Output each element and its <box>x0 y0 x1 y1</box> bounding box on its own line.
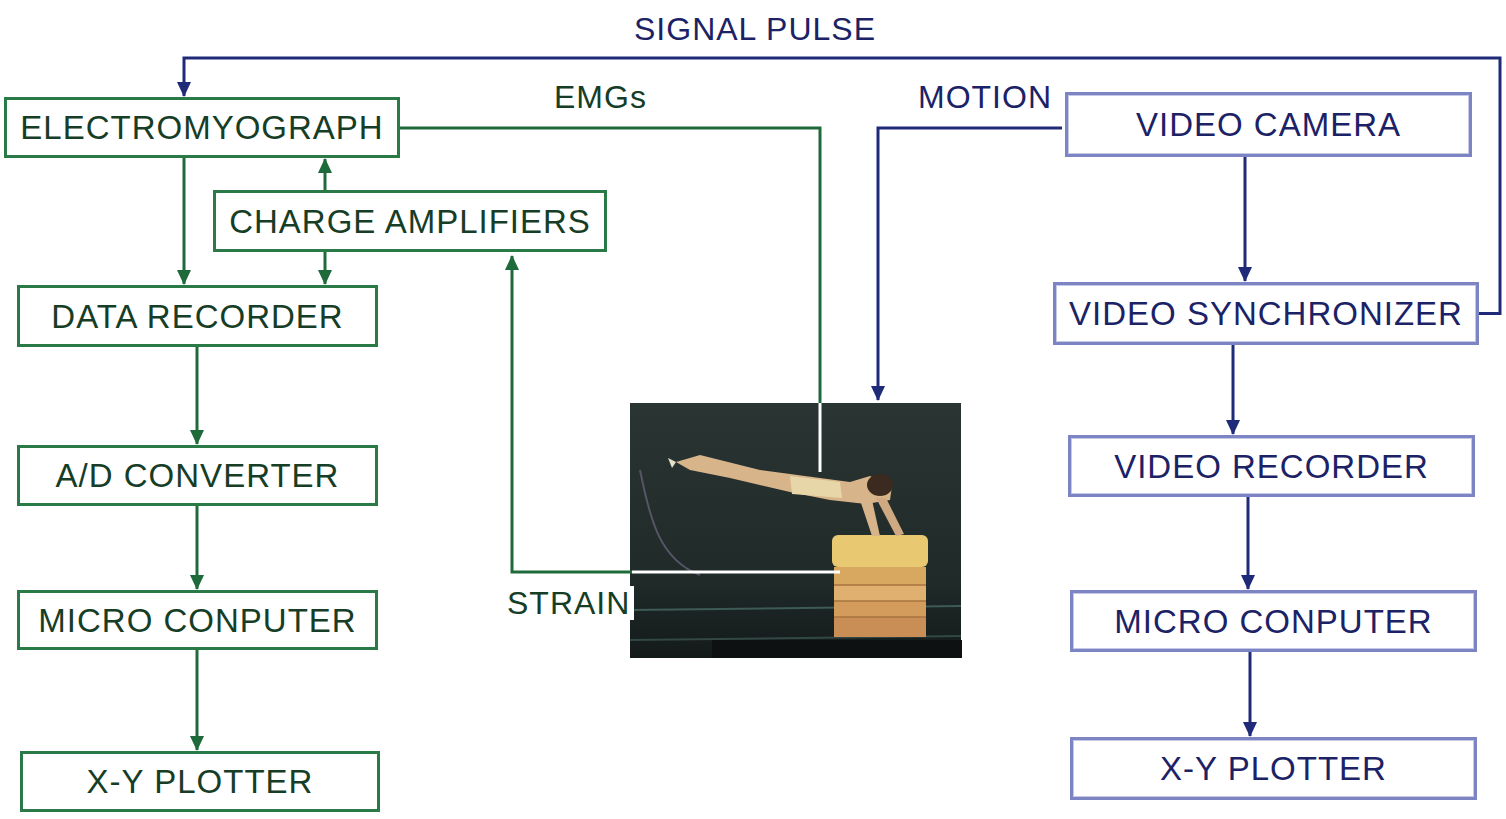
box-label: VIDEO CAMERA <box>1136 108 1401 141</box>
process-box: VIDEO RECORDER <box>1068 435 1475 497</box>
process-box: ELECTROMYOGRAPH <box>4 97 400 158</box>
process-box: MICRO CONPUTER <box>1070 590 1477 652</box>
box-label: VIDEO RECORDER <box>1114 450 1429 483</box>
signal-arrow <box>196 347 199 444</box>
box-label: X-Y PLOTTER <box>1160 752 1387 785</box>
signal-arrow <box>196 650 199 750</box>
signal-name: EMGs <box>550 80 651 114</box>
box-label: X-Y PLOTTER <box>87 765 314 798</box>
strain-wire <box>512 256 632 572</box>
process-box: DATA RECORDER <box>17 285 378 347</box>
box-label: VIDEO SYNCHRONIZER <box>1069 297 1463 330</box>
signal-arrow <box>196 506 199 589</box>
process-box: X-Y PLOTTER <box>20 751 380 812</box>
process-box: X-Y PLOTTER <box>1070 737 1477 800</box>
box-label: DATA RECORDER <box>51 300 343 333</box>
box-label: MICRO CONPUTER <box>38 604 356 637</box>
signal-name: STRAIN <box>503 586 634 620</box>
signal-arrow <box>1232 345 1235 434</box>
process-box: MICRO CONPUTER <box>17 590 378 650</box>
process-box: VIDEO CAMERA <box>1065 92 1472 157</box>
process-box: A/D CONVERTER <box>17 445 378 506</box>
signal-arrow <box>1249 652 1252 736</box>
vaulting-box <box>832 535 928 637</box>
box-label: A/D CONVERTER <box>56 459 340 492</box>
signal-arrow <box>1244 157 1247 281</box>
process-box: CHARGE AMPLIFIERS <box>213 190 607 252</box>
motion-wire <box>878 128 1062 400</box>
signal-arrow <box>1247 497 1250 589</box>
box-label: CHARGE AMPLIFIERS <box>229 205 591 238</box>
signal-arrow <box>324 159 327 190</box>
signal-name: MOTION <box>914 80 1056 114</box>
process-box: VIDEO SYNCHRONIZER <box>1053 282 1479 345</box>
box-label: ELECTROMYOGRAPH <box>20 111 383 144</box>
vault-photo <box>630 403 962 658</box>
signal-arrow <box>183 158 186 284</box>
emg-wire <box>380 128 820 403</box>
edge-label: SIGNAL PULSE <box>630 12 880 46</box>
box-label: MICRO CONPUTER <box>1114 605 1432 638</box>
signal-arrow <box>324 252 327 284</box>
gymnast <box>668 455 904 536</box>
